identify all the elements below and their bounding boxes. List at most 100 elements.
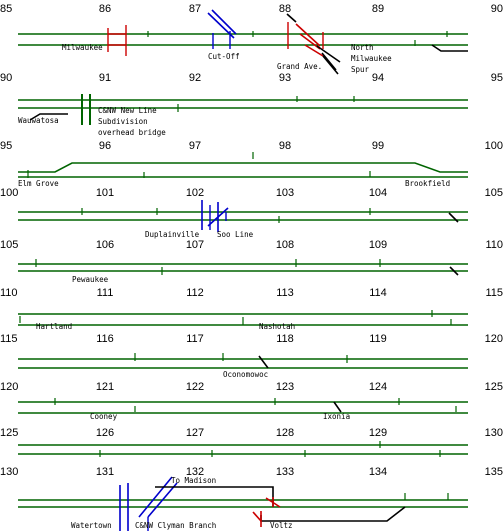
station-label-grand-ave: Grand Ave. [277, 62, 322, 71]
milepost-label: 114 [369, 287, 387, 299]
row7-features: Oconomowoc [223, 355, 269, 379]
milepost-label: 86 [99, 3, 111, 15]
milepost-label: 87 [189, 3, 201, 15]
milepost-label: 93 [279, 72, 291, 84]
row8-features: Cooney Ixonia [90, 401, 350, 421]
red-marker-line [252, 511, 262, 522]
milepost-label: 130 [0, 466, 18, 478]
milepost-label: 85 [0, 3, 12, 15]
station-label-watertown: Watertown [71, 521, 112, 530]
milepost-label: 117 [186, 333, 204, 345]
junction-label-cut-off: Cut-Off [208, 52, 240, 61]
milepost-label: 90 [0, 72, 12, 84]
black-spur [448, 212, 459, 223]
milepost-label: 120 [0, 381, 18, 393]
spur-label-north: North [351, 43, 374, 52]
milepost-label: 103 [276, 187, 294, 199]
blue-crossing-line [211, 9, 237, 35]
bridge-label-line1: C&NW New Line [98, 106, 157, 115]
milepost-label: 110 [485, 239, 503, 251]
milepost-label: 129 [369, 427, 387, 439]
black-spur [333, 401, 342, 413]
milepost-label: 105 [485, 187, 503, 199]
black-spur [260, 506, 406, 522]
row5-features: Pewaukee [72, 266, 459, 284]
crossing-label-soo-line: Soo Line [217, 230, 254, 239]
milepost-label: 92 [189, 72, 201, 84]
milepost-label: 133 [276, 466, 294, 478]
black-spur [449, 266, 459, 276]
black-spur [29, 113, 68, 121]
milepost-label: 121 [96, 381, 114, 393]
milepost-label: 102 [186, 187, 204, 199]
milepost-label: 109 [369, 239, 387, 251]
station-label-milwaukee: Milwaukee [62, 43, 103, 52]
branch-track-to-madison [155, 486, 274, 507]
station-label-ixonia: Ixonia [323, 412, 350, 421]
milepost-label: 113 [276, 287, 294, 299]
station-label-wauwatosa: Wauwatosa [18, 116, 59, 125]
milepost-label: 91 [99, 72, 111, 84]
station-label-voltz: Voltz [270, 521, 293, 530]
blue-crossing-line [207, 207, 229, 227]
milepost-label: 110 [0, 287, 18, 299]
milepost-label: 111 [97, 287, 114, 299]
branch-label-to-madison: To Madison [171, 476, 216, 485]
red-diag [295, 23, 321, 47]
track-row-9: 125 126 127 128 129 130 [0, 427, 503, 457]
milepost-label: 105 [0, 239, 18, 251]
milepost-label: 132 [186, 466, 204, 478]
milepost-label: 119 [369, 333, 387, 345]
milepost-label: 134 [369, 466, 387, 478]
milepost-label: 126 [96, 427, 114, 439]
milepost-label: 122 [186, 381, 204, 393]
blue-crossing-line [147, 482, 178, 518]
black-spur [321, 52, 337, 71]
branch-label-clyman: C&NW Clyman Branch [135, 521, 216, 530]
station-label-duplainville: Duplainville [145, 230, 200, 239]
track-row-6: 110 111 112 113 114 115 [0, 287, 503, 326]
milepost-label: 94 [372, 72, 384, 84]
milepost-label: 112 [186, 287, 204, 299]
station-label-oconomowoc: Oconomowoc [223, 370, 268, 379]
milepost-label: 108 [276, 239, 294, 251]
milepost-label: 118 [276, 333, 294, 345]
milepost-label: 95 [0, 140, 12, 152]
spur-label-spur: Spur [351, 65, 370, 74]
bridge-label-line2: Subdivision [98, 117, 148, 126]
milepost-label: 104 [369, 187, 387, 199]
black-spur [431, 44, 468, 52]
milepost-label: 116 [96, 333, 114, 345]
milepost-label: 115 [485, 287, 503, 299]
milepost-label: 131 [96, 466, 114, 478]
milepost-label: 98 [279, 140, 291, 152]
bridge-label-line3: overhead bridge [98, 128, 166, 137]
blue-crossing-line [138, 476, 173, 518]
milepost-label: 88 [279, 3, 291, 15]
milepost-label: 101 [96, 187, 114, 199]
milepost-label: 89 [372, 3, 384, 15]
milepost-label: 124 [369, 381, 387, 393]
milepost-label: 100 [0, 187, 18, 199]
milepost-label: 125 [0, 427, 18, 439]
milepost-label: 90 [491, 3, 503, 15]
row4-features: Duplainville Soo Line [145, 200, 459, 239]
milepost-label: 127 [186, 427, 204, 439]
milepost-label: 100 [485, 140, 503, 152]
milepost-label: 135 [485, 466, 503, 478]
milepost-label: 130 [485, 427, 503, 439]
milepost-label: 128 [276, 427, 294, 439]
black-spur [316, 45, 341, 63]
milepost-label: 115 [0, 333, 18, 345]
station-label-brookfield: Brookfield [405, 179, 450, 188]
station-label-cooney: Cooney [90, 412, 118, 421]
milepost-label: 107 [186, 239, 204, 251]
